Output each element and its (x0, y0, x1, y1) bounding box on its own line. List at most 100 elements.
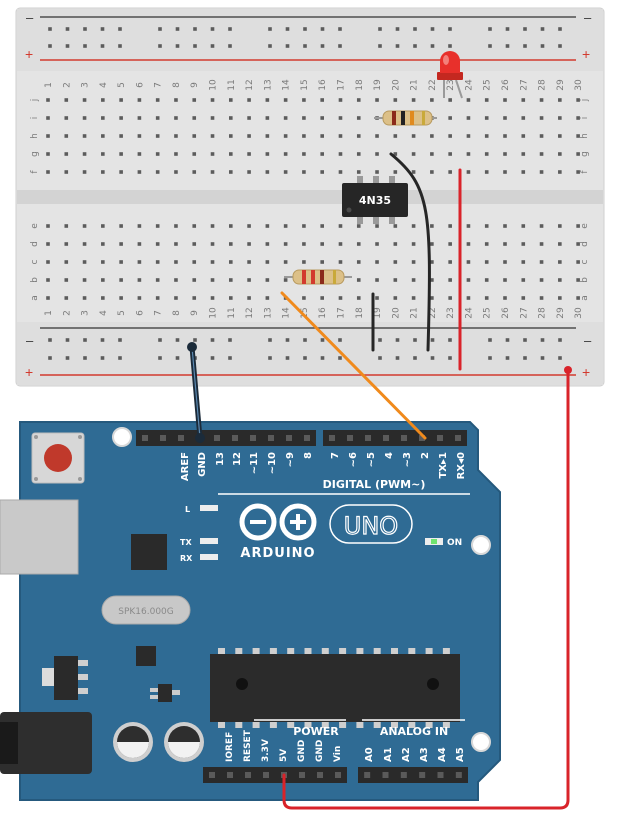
led-rx-label: RX (180, 554, 193, 563)
column-number: 23 (446, 79, 456, 90)
rail-hole (540, 338, 545, 342)
breadboard-hole (503, 116, 507, 120)
breadboard-hole (82, 296, 87, 300)
breadboard-hole (265, 296, 270, 300)
breadboard-hole (393, 170, 398, 174)
column-number: 30 (574, 307, 584, 319)
rail-hole (378, 356, 382, 360)
column-number: 10 (209, 79, 219, 91)
breadboard-hole (119, 98, 123, 102)
rail-hole (523, 338, 527, 342)
breadboard-hole (247, 242, 251, 246)
breadboard-hole (265, 134, 270, 138)
breadboard-hole (229, 260, 233, 264)
rail-hole (48, 338, 52, 342)
rail-hole (320, 338, 325, 342)
breadboard-hole (558, 260, 562, 264)
breadboard-hole (101, 242, 105, 246)
rail-hole (395, 338, 400, 342)
breadboard-hole (46, 98, 50, 102)
breadboard-hole (338, 260, 343, 264)
rail-hole (83, 338, 87, 342)
ic-pin (339, 648, 347, 654)
header-socket (214, 435, 220, 441)
breadboard-hole (521, 152, 526, 156)
breadboard-hole (265, 260, 270, 264)
rail-hole (448, 338, 452, 342)
breadboard-hole (484, 296, 489, 300)
breadboard-hole (411, 278, 416, 282)
ic-pin (391, 648, 398, 654)
ic-pin (356, 648, 364, 654)
breadboard-hole (448, 116, 452, 120)
rail-hole (413, 356, 417, 360)
ic-pin (425, 648, 433, 654)
ic-pin (269, 648, 277, 654)
breadboard-holes (46, 27, 580, 360)
breadboard-hole (448, 296, 452, 300)
rail-hole (118, 356, 122, 360)
breadboard-hole (521, 296, 526, 300)
breadboard-hole (64, 296, 69, 300)
breadboard-hole (484, 134, 489, 138)
column-number: 8 (172, 82, 182, 88)
column-number: 30 (574, 79, 584, 91)
column-number: 22 (428, 307, 438, 318)
rail-hole (395, 44, 400, 48)
rail-hole (100, 27, 105, 31)
ic-pin (373, 648, 381, 654)
breadboard-hole (247, 170, 251, 174)
digital-pin-label: 7 (330, 452, 341, 459)
breadboard-hole (82, 152, 87, 156)
rail-hole (65, 27, 70, 31)
breadboard-hole (430, 134, 434, 138)
rail-hole (193, 338, 197, 342)
breadboard-hole (576, 116, 580, 120)
breadboard-hole (137, 278, 142, 282)
breadboard-hole (155, 170, 160, 174)
breadboard-hole (283, 170, 288, 174)
breadboard-hole (210, 296, 215, 300)
breadboard-hole (558, 224, 562, 228)
rail-hole (303, 44, 307, 48)
power-pin-label: GND (315, 740, 325, 762)
power-pin-label: 3.3V (261, 739, 271, 762)
rail-hole (338, 44, 342, 48)
rail-hole (100, 356, 105, 360)
rail-hole (228, 338, 232, 342)
rail-hole (430, 44, 435, 48)
breadboard-hole (137, 242, 142, 246)
rail-hole (175, 356, 180, 360)
top-minus-label-left: – (26, 10, 34, 25)
column-number: 18 (355, 307, 365, 319)
analog-pin-label: A3 (419, 747, 430, 762)
header-socket (383, 435, 389, 441)
rail-hole (65, 338, 70, 342)
breadboard-hole (174, 296, 178, 300)
digital-pin-label: TX▸1 (438, 452, 449, 479)
breadboard-hole (46, 242, 50, 246)
breadboard-hole (192, 116, 197, 120)
rail-hole (505, 27, 510, 31)
breadboard-hole (320, 260, 324, 264)
breadboard-hole (137, 134, 142, 138)
breadboard-hole (229, 134, 233, 138)
breadboard-hole (576, 152, 580, 156)
dc-power-jack-barrel (0, 722, 18, 764)
rail-hole (395, 27, 400, 31)
breadboard-hole (64, 260, 69, 264)
rail-hole (285, 27, 290, 31)
row-letter: h (580, 133, 590, 139)
breadboard-hole (64, 98, 69, 102)
breadboard-hole (466, 224, 471, 228)
rail-hole (448, 356, 452, 360)
breadboard-hole (210, 98, 215, 102)
column-number: 7 (154, 310, 164, 316)
breadboard-hole (466, 152, 471, 156)
breadboard-hole (46, 134, 50, 138)
rail-hole (83, 356, 87, 360)
breadboard-hole (521, 278, 526, 282)
breadboard-hole (46, 152, 50, 156)
rail-hole (158, 338, 162, 342)
breadboard-hole (155, 242, 160, 246)
